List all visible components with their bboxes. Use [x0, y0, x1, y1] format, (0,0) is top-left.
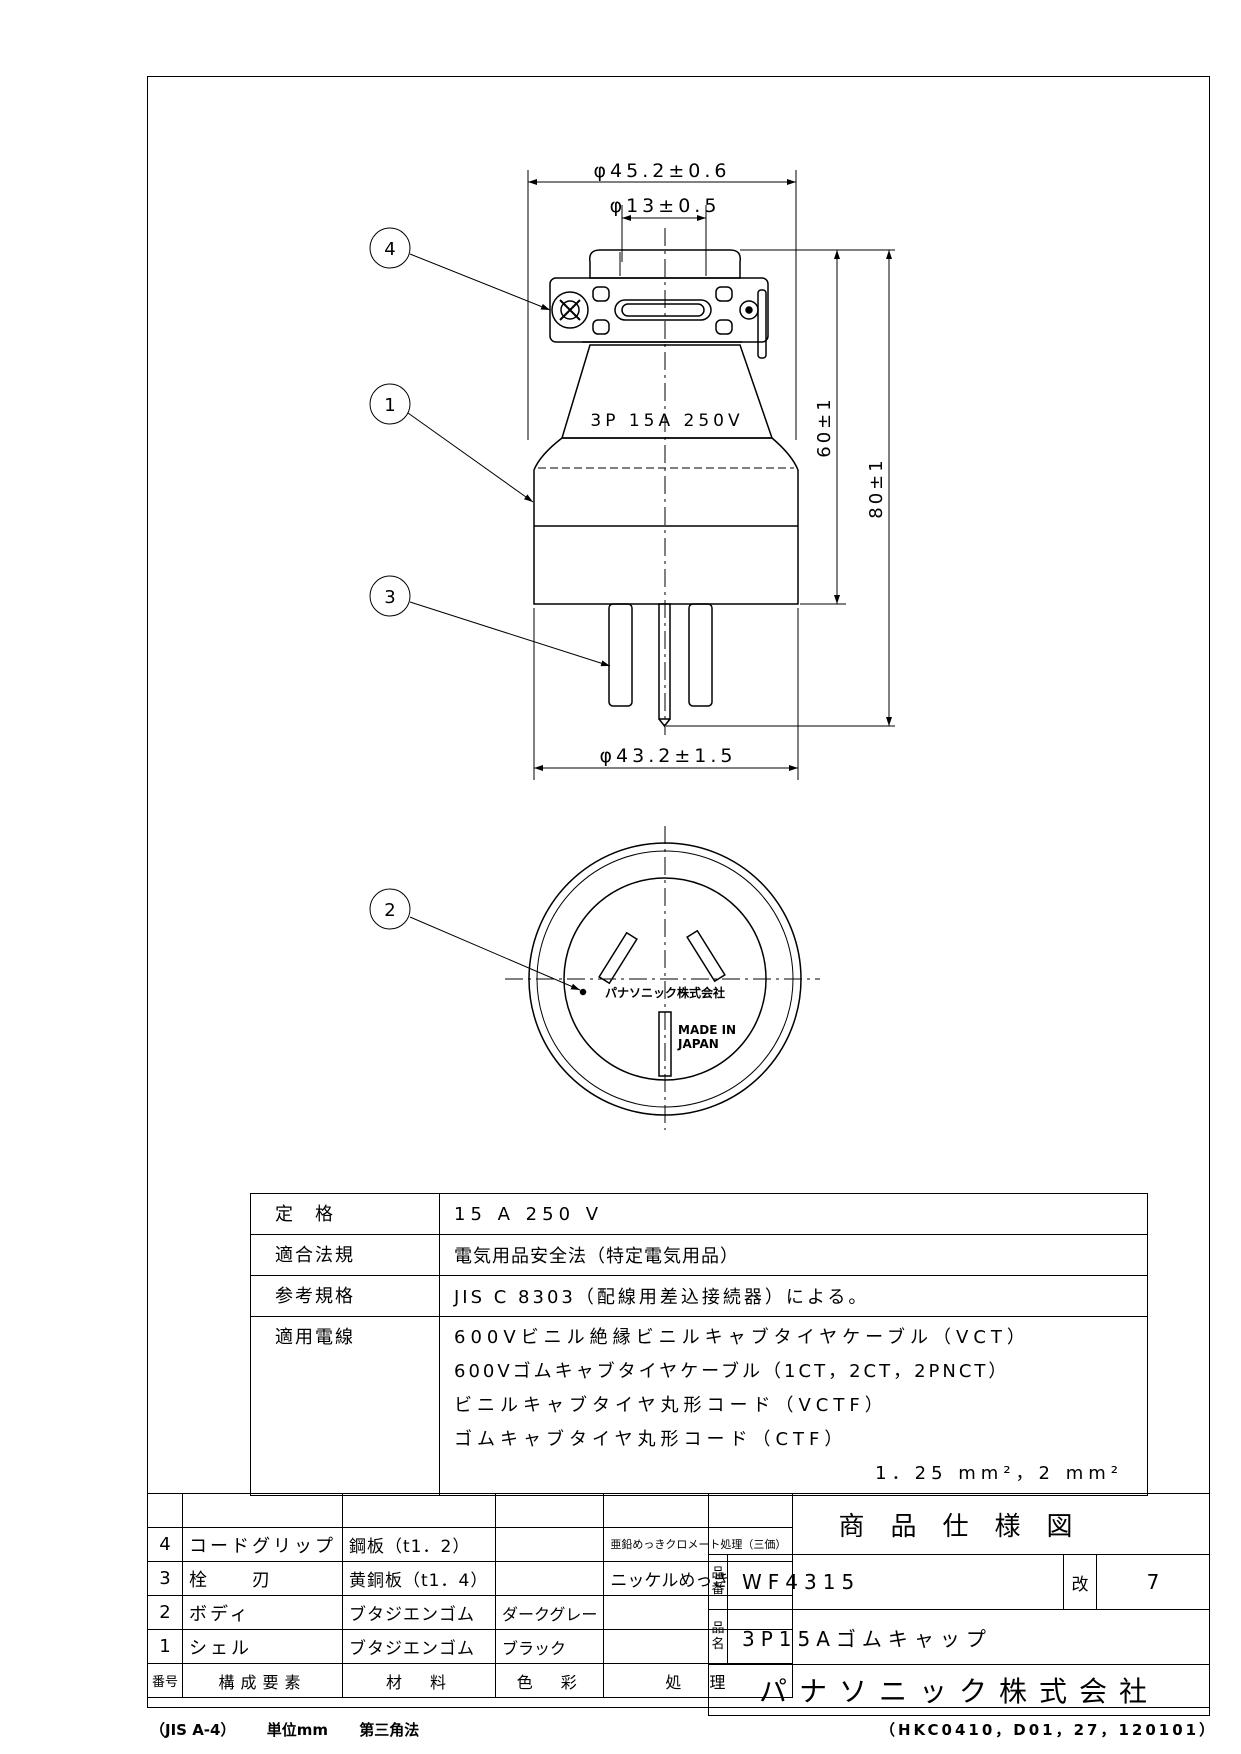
wire-line: 600Vビニル絶縁ビニルキャブタイヤケーブル（VCT）: [454, 1327, 1030, 1348]
footer-left: （JIS A-4） 単位mm 第三角法: [150, 1719, 445, 1740]
spec-law-label: 適合法規: [250, 1234, 440, 1276]
callout-2: 2: [384, 900, 395, 921]
product-name: 3P15Aゴムキャップ: [727, 1609, 1210, 1665]
document-code: （HKC0410，D01，27，120101）: [880, 1721, 1218, 1739]
face-company-marking: パナソニック株式会社: [605, 985, 725, 1000]
revision-label: 改: [1063, 1554, 1097, 1610]
part-no-label: 品番: [708, 1554, 728, 1610]
face-made-in-marking: MADE IN: [678, 1023, 736, 1037]
parts-row: 4 コードグリップ 鋼板（t1．2） 亜鉛めっきクロメート処理（三価）: [146, 1527, 794, 1562]
spec-ref-label: 参考規格: [250, 1275, 440, 1317]
spec-table: 定 格 15 A 250 V 適合法規 電気用品安全法（特定電気用品） 参考規格…: [250, 1193, 1148, 1496]
callout-3: 3: [384, 587, 395, 608]
drawing-frame: [147, 76, 1210, 1708]
parts-row: 2 ボディ ブタジエンゴム ダークグレー: [146, 1595, 794, 1630]
spec-wire-list: 600Vビニル絶縁ビニルキャブタイヤケーブル（VCT） 600Vゴムキャブタイヤ…: [439, 1316, 1148, 1496]
spec-rating-value: 15 A 250 V: [439, 1193, 1148, 1235]
wire-line: ゴムキャブタイヤ丸形コード（CTF）: [454, 1429, 848, 1450]
spec-law-value: 電気用品安全法（特定電気用品）: [439, 1234, 1148, 1276]
paper-size: （JIS A-4）: [150, 1721, 236, 1739]
wire-line: 600Vゴムキャブタイヤケーブル（1CT，2CT，2PNCT）: [454, 1361, 1010, 1382]
body-rating-marking: 3P 15A 250V: [590, 411, 743, 431]
dim-height-60: 60±1: [814, 396, 835, 457]
dim-outer-diameter: φ45.2±0.6: [594, 160, 731, 182]
parts-header-row: 番号 構成要素 材 料 色 彩 処 理: [146, 1663, 794, 1698]
parts-row: 1 シェル ブタジエンゴム ブラック: [146, 1629, 794, 1664]
dimension-lines: [527, 170, 895, 780]
drawing-title: 商品仕様図: [708, 1493, 1210, 1555]
projection-label: 第三角法: [359, 1721, 420, 1739]
spec-rating-label: 定 格: [250, 1193, 440, 1235]
parts-table: 4 コードグリップ 鋼板（t1．2） 亜鉛めっきクロメート処理（三価） 3 栓 …: [146, 1493, 794, 1698]
product-name-label: 品名: [708, 1609, 728, 1665]
unit-label: 単位mm: [266, 1721, 328, 1739]
face-japan-marking: JAPAN: [677, 1037, 719, 1051]
callout-1: 1: [384, 395, 395, 416]
spec-wire-label: 適用電線: [250, 1316, 440, 1496]
revision-value: 7: [1096, 1554, 1210, 1610]
callout-4: 4: [384, 239, 395, 260]
wire-line: ビニルキャブタイヤ丸形コード（VCTF）: [454, 1395, 888, 1416]
wire-size: 1．25 mm²，2 mm²: [875, 1463, 1123, 1484]
part-no: WF4315: [727, 1554, 1064, 1610]
side-view: [533, 228, 799, 735]
company-name: パナソニック株式会社: [708, 1664, 1210, 1716]
dim-inner-diameter: φ13±0.5: [610, 195, 721, 217]
parts-row: 3 栓 刃 黄銅板（t1．4） ニッケルめっき: [146, 1561, 794, 1596]
face-view: [505, 826, 820, 1130]
dim-bottom-diameter: φ43.2±1.5: [600, 745, 737, 767]
callouts: [369, 227, 611, 991]
title-block: 商品仕様図 品番 WF4315 改 7 品名 3P15Aゴムキャップ パナソニッ…: [708, 1493, 1210, 1716]
spec-ref-value: JIS C 8303（配線用差込接続器）による。: [439, 1275, 1148, 1317]
dim-height-80: 80±1: [866, 457, 887, 518]
